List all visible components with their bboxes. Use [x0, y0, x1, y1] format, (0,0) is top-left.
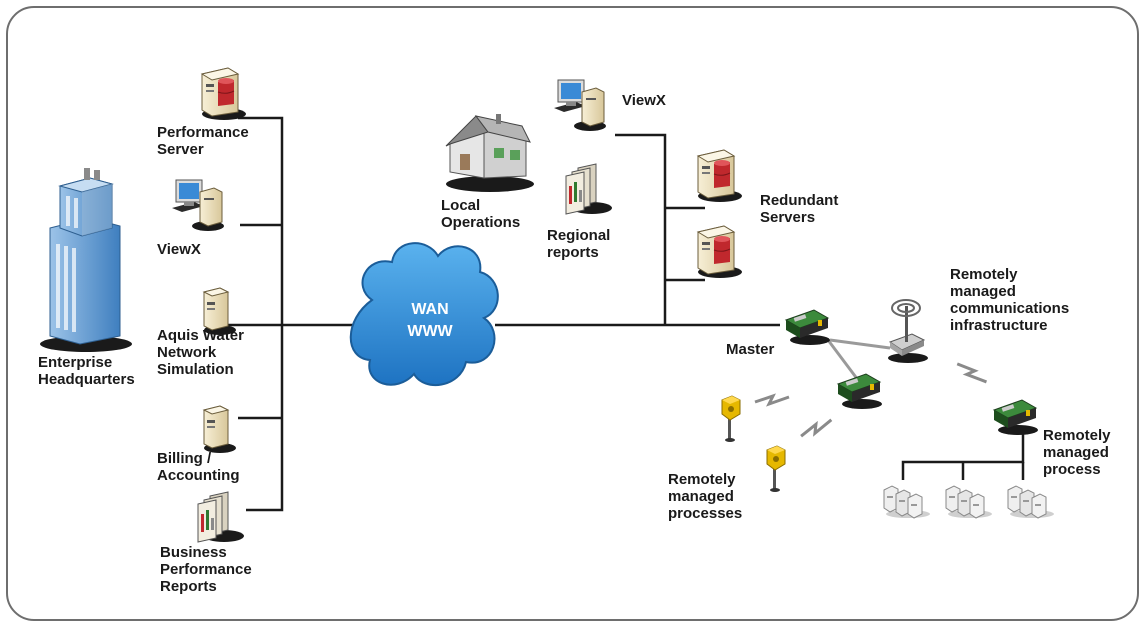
- wireless-link-icon: [797, 417, 836, 440]
- field-devices-icon: [945, 485, 993, 519]
- wireless-link-icon: [753, 394, 791, 406]
- label-wan: WAN: [411, 301, 449, 318]
- label-comms-infrastructure: Remotely managed communications infrastr…: [950, 266, 1070, 334]
- wireless-link-icon: [954, 357, 989, 389]
- rtu-controller-icon: [785, 309, 831, 346]
- radio-links: [826, 338, 891, 381]
- workstation-icon: [171, 179, 225, 232]
- rtu-controller-icon: [993, 399, 1039, 436]
- office-building-icon: [40, 168, 132, 352]
- cloud-icon: [349, 242, 499, 387]
- label-remote-processes: Remotely managed processes: [668, 471, 743, 522]
- sensor-icon: [721, 395, 741, 443]
- rtu-controller-icon: [837, 373, 883, 410]
- field-devices-icon: [883, 485, 931, 519]
- label-regional-reports: Regional reports: [547, 227, 611, 261]
- database-server-icon: [697, 225, 743, 279]
- label-billing: Billing / Accounting: [157, 450, 240, 484]
- field-devices-icon: [1007, 485, 1055, 519]
- label-redundant-servers: Redundant Servers: [760, 192, 839, 226]
- database-server-icon: [201, 67, 247, 121]
- connection-lines: [220, 116, 1025, 512]
- label-viewx-left: ViewX: [157, 241, 201, 258]
- radio-tower-icon: [888, 299, 928, 363]
- label-master: Master: [726, 341, 775, 358]
- label-aquis: Aquis Water Network Simulation: [157, 327, 244, 378]
- label-viewx-top: ViewX: [622, 92, 666, 109]
- label-enterprise-hq: Enterprise Headquarters: [38, 354, 135, 388]
- label-www: WWW: [407, 323, 453, 340]
- reports-icon: [565, 163, 613, 215]
- workstation-icon: [553, 79, 607, 132]
- sensor-icon: [766, 445, 786, 493]
- database-server-icon: [697, 149, 743, 203]
- reports-icon: [197, 491, 245, 543]
- label-local-operations: Local Operations: [441, 197, 521, 231]
- pc-tower-icon: [203, 405, 237, 454]
- label-business-reports: Business Performance Reports: [160, 544, 252, 595]
- label-performance-server: Performance Server: [157, 124, 249, 158]
- house-icon: [445, 114, 534, 192]
- label-remote-process: Remotely managed process: [1043, 427, 1111, 478]
